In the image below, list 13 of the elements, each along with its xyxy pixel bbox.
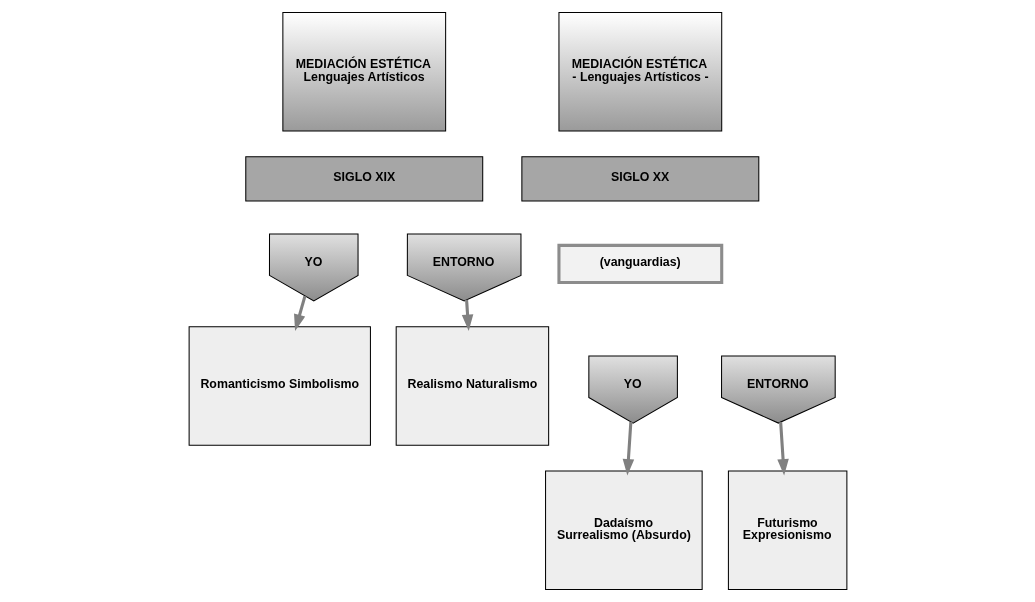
node-box: SIGLO XIX xyxy=(244,156,483,202)
node-box: Realismo Naturalismo xyxy=(395,326,549,446)
arrow xyxy=(461,299,473,332)
node-box: MEDIACIÓN ESTÉTICA - Lenguajes Artísticos - xyxy=(557,12,722,132)
node-box: Romanticismo Simbolismo xyxy=(188,326,371,446)
node-box: SIGLO XX xyxy=(520,156,759,202)
arrow xyxy=(776,422,789,476)
node-box: (vanguardias) xyxy=(556,243,723,284)
node-box: Futurismo Expresionismo xyxy=(727,470,847,590)
node-box: MEDIACIÓN ESTÉTICA Lenguajes Artísticos xyxy=(281,12,446,132)
arrow xyxy=(293,295,306,331)
node-box: Dadaísmo Surrealismo (Absurdo) xyxy=(544,470,703,590)
arrow xyxy=(622,421,634,476)
